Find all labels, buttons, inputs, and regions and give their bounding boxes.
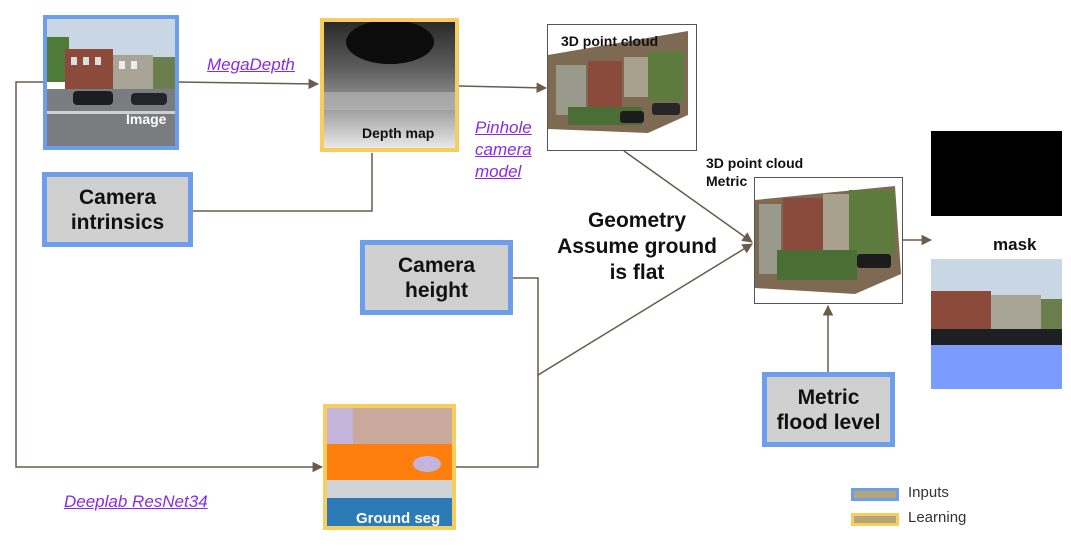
image-caption: Image — [126, 111, 167, 127]
edge-image-to-groundseg — [15, 81, 324, 473]
point-cloud: 3D point cloud — [547, 24, 697, 151]
depth-map-graphic — [324, 22, 455, 148]
street-photo-graphic — [47, 19, 175, 146]
camera-intrinsics-box: Camera intrinsics — [42, 172, 193, 247]
edge-groundseg-to-junction — [456, 375, 539, 468]
depth-map: Depth map — [320, 18, 459, 152]
edge-intrinsics-to-depth — [192, 153, 373, 212]
legend-learning-label: Learning — [908, 509, 967, 526]
input-image: Image — [43, 15, 179, 150]
flood-mask: mask — [931, 131, 1062, 389]
edge-image-to-depth — [177, 78, 320, 90]
legend-inputs-swatch — [851, 488, 899, 501]
ground-seg-graphic — [327, 408, 452, 526]
geometry-note: Geometry Assume ground is flat — [557, 209, 717, 284]
legend-inputs-label: Inputs — [908, 484, 949, 501]
ground-seg-caption: Ground seg — [356, 510, 441, 527]
legend-learning-swatch — [851, 513, 899, 526]
point-cloud-caption: 3D point cloud — [561, 33, 659, 49]
edge-depth-to-pointcloud — [458, 82, 548, 94]
megadepth-link[interactable]: MegaDepth — [207, 55, 295, 74]
depth-map-caption: Depth map — [362, 125, 435, 141]
edge-camheight-to-metric — [513, 243, 753, 377]
point-cloud-metric-graphic — [755, 186, 901, 294]
edge-pointcloud-to-metric — [623, 150, 753, 243]
mask-graphic — [931, 131, 1062, 389]
point-cloud-metric-caption: 3D point cloud Metric — [706, 155, 804, 189]
metric-flood-level-box: Metric flood level — [762, 372, 895, 447]
deeplab-resnet34-link[interactable]: Deeplab ResNet34 — [64, 492, 208, 511]
point-cloud-graphic — [548, 31, 688, 133]
pinhole-camera-model-link[interactable]: Pinhole camera model — [475, 118, 532, 181]
point-cloud-metric — [754, 177, 903, 304]
ground-segmentation: Ground seg — [323, 404, 456, 530]
camera-height-box: Camera height — [360, 240, 513, 315]
mask-caption: mask — [993, 235, 1037, 254]
